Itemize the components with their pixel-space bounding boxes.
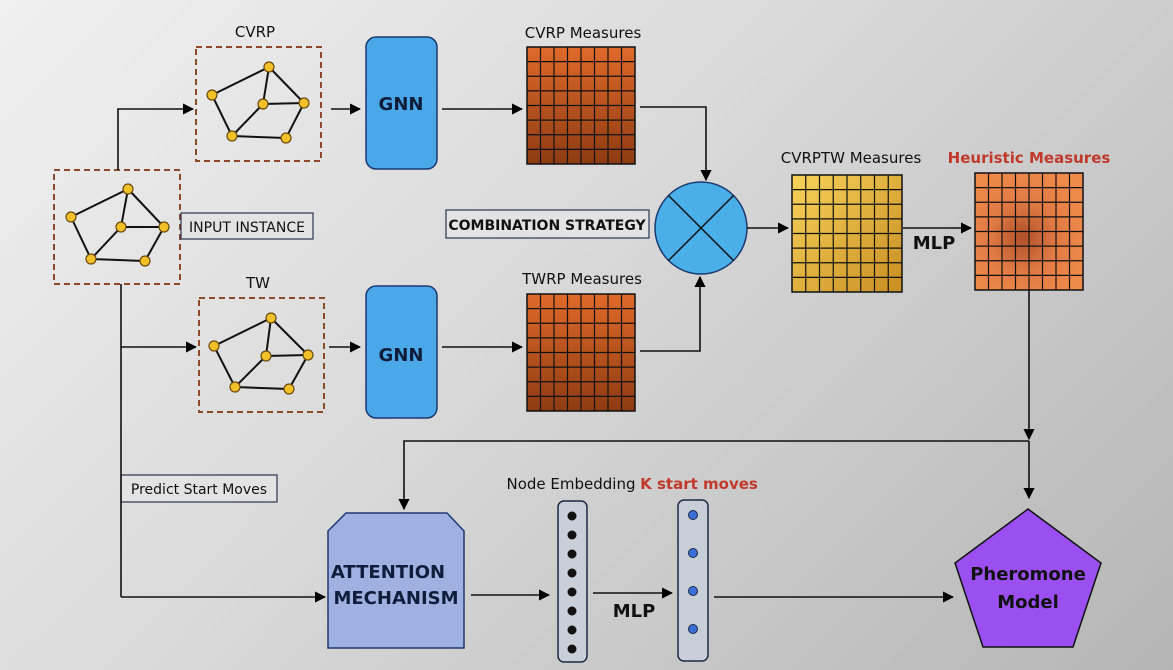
node-embedding-column xyxy=(557,500,588,663)
pheromone-label-line1: Pheromone xyxy=(970,564,1086,585)
edge-input-to-cvrp xyxy=(117,103,195,170)
gnn-block-top: GNN xyxy=(365,36,438,170)
twrp-measures-label: TWRP Measures xyxy=(521,270,642,288)
mlp-bottom-label: MLP xyxy=(613,601,656,622)
heuristic-measures-grid xyxy=(974,172,1084,291)
input-instance-label: INPUT INSTANCE xyxy=(189,220,305,236)
connectors xyxy=(117,103,1035,603)
combination-strategy-label: COMBINATION STRATEGY xyxy=(448,218,646,234)
predict-start-moves-label-box: Predict Start Moves xyxy=(120,474,278,503)
attention-mechanism-block: ATTENTION MECHANISM xyxy=(327,512,465,649)
pheromone-label-line2: Model xyxy=(997,592,1059,613)
mlp-top-label: MLP xyxy=(913,233,956,254)
heuristic-measures-label: Heuristic Measures xyxy=(948,149,1111,167)
cvrp-label: CVRP xyxy=(235,23,275,41)
cvrp-measures-label: CVRP Measures xyxy=(525,24,642,42)
input-instance-label-box: INPUT INSTANCE xyxy=(180,212,314,240)
edge-twrp-measures-to-combiner xyxy=(640,275,706,352)
attention-label-line2: MECHANISM xyxy=(333,588,458,609)
pheromone-model-block: Pheromone Model xyxy=(954,508,1102,648)
edge-cvrp-measures-to-combiner xyxy=(640,106,712,182)
k-start-moves-label: K start moves xyxy=(640,475,758,493)
cvrptw-measures-label: CVRPTW Measures xyxy=(781,149,922,167)
tw-label: TW xyxy=(245,274,270,292)
gnn-block-bottom: GNN xyxy=(365,285,438,419)
k-start-moves-column xyxy=(677,499,709,662)
predict-start-moves-label: Predict Start Moves xyxy=(131,482,267,498)
input-instance-graph xyxy=(53,169,181,285)
gnn-top-label: GNN xyxy=(379,94,424,115)
gnn-bottom-label: GNN xyxy=(379,345,424,366)
twrp-measures-grid xyxy=(526,293,636,412)
edge-heuristic-to-attention xyxy=(398,440,1029,511)
cvrptw-measures-grid xyxy=(791,174,903,293)
tw-graph xyxy=(198,297,325,413)
cvrp-graph xyxy=(195,46,322,162)
cvrp-measures-grid xyxy=(526,46,636,165)
attention-label-line1: ATTENTION xyxy=(331,562,445,583)
combination-strategy-label-box: COMBINATION STRATEGY xyxy=(445,209,650,239)
node-embedding-label: Node Embedding xyxy=(507,475,636,493)
combiner-node xyxy=(654,181,748,275)
